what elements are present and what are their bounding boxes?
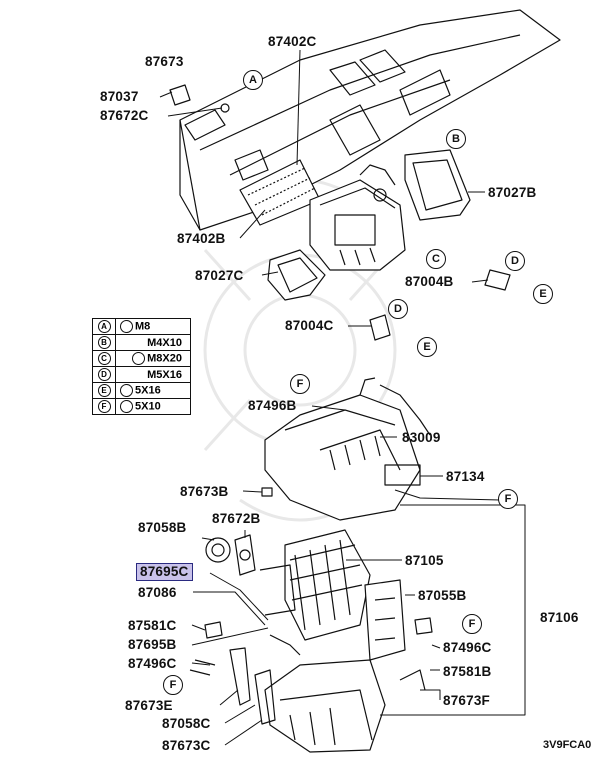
label-87673B: 87673B bbox=[180, 484, 229, 499]
lower-case bbox=[264, 659, 386, 753]
label-87004C: 87004C bbox=[285, 318, 334, 333]
legend-key-b: B bbox=[97, 336, 111, 349]
label-87673-top: 87673 bbox=[145, 54, 184, 69]
callout-f-blower: F bbox=[290, 374, 310, 394]
side-cover bbox=[364, 579, 406, 661]
callout-e-upper: E bbox=[533, 284, 553, 304]
label-87581B: 87581B bbox=[443, 664, 492, 679]
legend-key-c: C bbox=[97, 352, 111, 365]
heater-unit bbox=[309, 164, 406, 271]
label-87496C-left: 87496C bbox=[128, 656, 177, 671]
evaporator-core bbox=[259, 529, 371, 641]
seal-87058B bbox=[205, 537, 231, 563]
callout-a: A bbox=[243, 70, 263, 90]
leader-lines bbox=[159, 49, 526, 746]
callout-d-upper: D bbox=[505, 251, 525, 271]
legend-key-f: F bbox=[97, 400, 111, 413]
callout-c: C bbox=[426, 249, 446, 269]
legend-row-c: C M8X20 bbox=[92, 350, 191, 367]
legend-spec-b: M4X10 bbox=[147, 336, 182, 349]
label-87402C: 87402C bbox=[268, 34, 317, 49]
label-87496B: 87496B bbox=[248, 398, 297, 413]
label-87027C: 87027C bbox=[195, 268, 244, 283]
label-87673C: 87673C bbox=[162, 738, 211, 753]
tapping-screw-icon bbox=[120, 384, 133, 397]
legend-spec-e: 5X16 bbox=[135, 384, 161, 397]
label-87058B: 87058B bbox=[138, 520, 187, 535]
label-87004B: 87004B bbox=[405, 274, 454, 289]
callout-f-lower: F bbox=[163, 675, 183, 695]
callout-d-lower: D bbox=[388, 299, 408, 319]
label-87672C: 87672C bbox=[100, 108, 149, 123]
legend-spec-c: M8X20 bbox=[147, 352, 182, 365]
callout-b: B bbox=[446, 129, 466, 149]
label-87037: 87037 bbox=[100, 89, 139, 104]
label-87402B: 87402B bbox=[177, 231, 226, 246]
flange-nut-icon bbox=[120, 320, 133, 333]
legend-row-b: B M4X10 bbox=[92, 334, 191, 351]
label-87695C-highlighted[interactable]: 87695C bbox=[136, 563, 193, 581]
label-87105: 87105 bbox=[405, 553, 444, 568]
label-87673F: 87673F bbox=[443, 693, 490, 708]
legend-row-d: D M5X16 bbox=[92, 366, 191, 383]
label-87673E: 87673E bbox=[125, 698, 173, 713]
filter-87027C bbox=[267, 249, 326, 301]
tapping-screw-small-icon bbox=[120, 400, 133, 413]
fastener-legend: A M8 B M4X10 C M8X20 D M5X16 E 5X16 F 5X… bbox=[92, 318, 191, 415]
label-87581C: 87581C bbox=[128, 618, 177, 633]
label-87055B: 87055B bbox=[418, 588, 467, 603]
legend-key-a: A bbox=[97, 320, 111, 333]
legend-spec-a: M8 bbox=[135, 320, 151, 333]
grommet-87672B bbox=[234, 534, 256, 576]
legend-key-e: E bbox=[97, 384, 111, 397]
label-87106: 87106 bbox=[540, 610, 579, 625]
legend-spec-d: M5X16 bbox=[147, 368, 182, 381]
legend-key-d: D bbox=[97, 368, 111, 381]
callout-e-lower: E bbox=[417, 337, 437, 357]
label-87695B: 87695B bbox=[128, 637, 177, 652]
bolt-head-icon bbox=[132, 352, 146, 365]
callout-f-right: F bbox=[498, 489, 518, 509]
small-parts bbox=[169, 84, 511, 725]
label-87496C-right: 87496C bbox=[443, 640, 492, 655]
legend-spec-f: 5X10 bbox=[135, 400, 161, 413]
legend-row-e: E 5X16 bbox=[92, 382, 191, 399]
label-83009: 83009 bbox=[402, 430, 441, 445]
diagram-code: 3V9FCA0 bbox=[543, 739, 592, 751]
callout-f-evaporator: F bbox=[462, 614, 482, 634]
label-87086: 87086 bbox=[138, 585, 177, 600]
legend-row-a: A M8 bbox=[92, 318, 191, 335]
label-87058C: 87058C bbox=[162, 716, 211, 731]
label-87134: 87134 bbox=[446, 469, 485, 484]
legend-row-f: F 5X10 bbox=[92, 398, 191, 415]
filter-87027B bbox=[404, 149, 471, 221]
label-87672B: 87672B bbox=[212, 511, 261, 526]
label-87027B: 87027B bbox=[488, 185, 537, 200]
